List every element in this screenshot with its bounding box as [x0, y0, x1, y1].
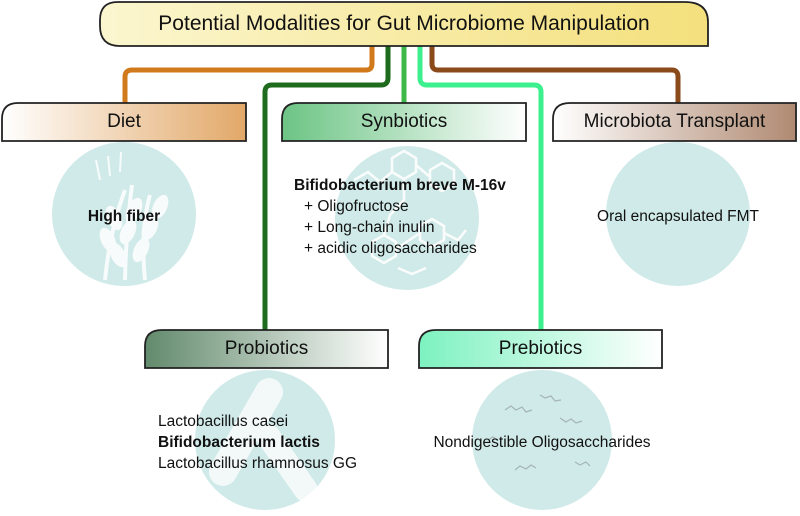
page-title: Potential Modalities for Gut Microbiome … — [158, 12, 650, 35]
probiotics-content: Lactobacillus casei Bifidobacterium lact… — [158, 411, 357, 474]
prebiotics-label: Prebiotics — [498, 338, 583, 359]
wheat-icon — [95, 151, 169, 281]
molecule-icon — [353, 149, 467, 276]
prebiotics-box-bg — [418, 329, 663, 369]
title-box: Potential Modalities for Gut Microbiome … — [100, 2, 708, 46]
diet-label: Diet — [107, 111, 141, 132]
transplant-box-bg — [552, 102, 797, 142]
transplant-item: Oral encapsulated FMT — [597, 208, 759, 225]
prebiotics-connector — [417, 44, 544, 330]
probiotics-item: Lactobacillus casei — [158, 413, 289, 430]
probiotics-box: Probiotics — [145, 330, 388, 368]
synbiotics-label: Synbiotics — [360, 111, 448, 132]
probiotics-label: Probiotics — [224, 338, 309, 359]
prebiotics-circle — [472, 370, 612, 510]
title-box-bg — [99, 1, 709, 47]
transplant-circle — [606, 142, 750, 286]
diet-item: High fiber — [87, 208, 161, 225]
synbiotics-item: + Long-chain inulin — [304, 219, 435, 236]
synbiotics-heading: Bifidobacterium breve M-16v — [294, 177, 506, 194]
diet-circle — [52, 142, 196, 286]
synbiotics-box-bg — [281, 102, 527, 142]
synbiotics-box: Synbiotics — [282, 103, 526, 141]
prebiotics-item: Nondigestible Oligosaccharides — [433, 434, 651, 451]
transplant-label: Microbiota Transplant — [583, 111, 766, 132]
diet-box: Diet — [2, 103, 246, 141]
prebiotics-box: Prebiotics — [419, 330, 662, 368]
synbiotics-item: + Oligofructose — [304, 198, 409, 215]
transplant-box: Microbiota Transplant — [553, 103, 796, 141]
transplant-connector — [429, 44, 681, 103]
oligosaccharide-chains-icon — [487, 394, 591, 471]
probiotics-box-bg — [144, 329, 389, 369]
synbiotics-item: + acidic oligosaccharides — [304, 240, 477, 257]
probiotics-item: Lactobacillus rhamnosus GG — [158, 455, 358, 472]
diet-connector — [122, 44, 375, 103]
bacteria-icon — [209, 378, 318, 503]
diet-box-bg — [1, 102, 247, 142]
probiotics-connector — [262, 44, 391, 330]
synbiotics-content: Bifidobacterium breve M-16v + Oligofruct… — [294, 175, 506, 259]
probiotics-item: Bifidobacterium lactis — [158, 434, 320, 451]
